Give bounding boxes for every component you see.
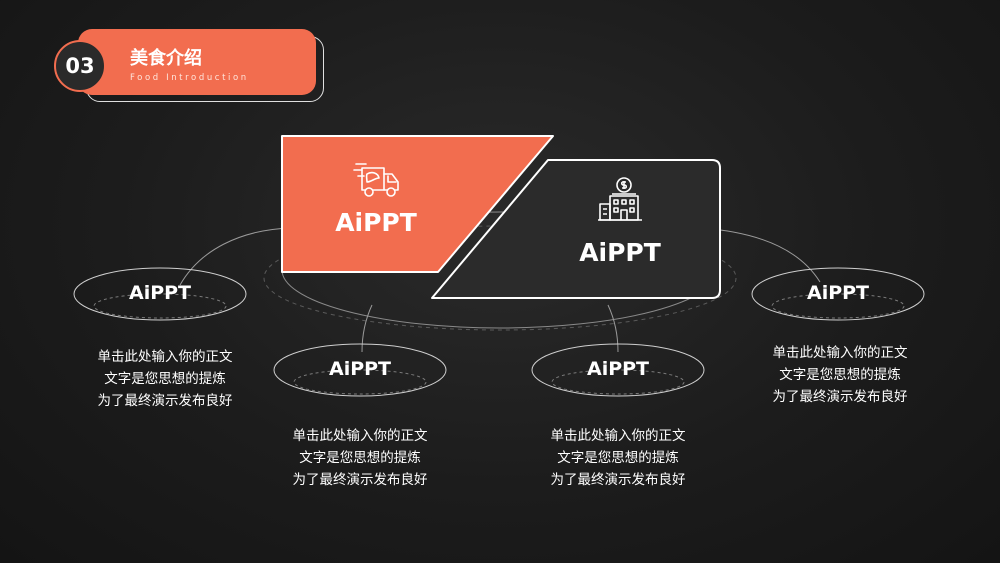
desc-line: 文字是您思想的提炼 (557, 450, 679, 466)
desc-line: 为了最终演示发布良好 (550, 472, 686, 488)
item-label-1: AiPPT (128, 282, 192, 304)
desc-line: 文字是您思想的提炼 (104, 371, 226, 387)
item-desc-3: 单击此处输入你的正文 文字是您思想的提炼 为了最终演示发布良好 (528, 425, 708, 491)
item-label-3: AiPPT (586, 358, 650, 380)
desc-line: 单击此处输入你的正文 (97, 349, 233, 365)
dark-card (431, 159, 721, 299)
desc-line: 单击此处输入你的正文 (772, 345, 908, 361)
page-subtitle: Food Introduction (130, 73, 249, 83)
desc-line: 单击此处输入你的正文 (292, 428, 428, 444)
section-number: 03 (54, 40, 106, 92)
header-banner (78, 29, 316, 95)
desc-line: 单击此处输入你的正文 (550, 428, 686, 444)
item-label-4: AiPPT (806, 282, 870, 304)
item-desc-2: 单击此处输入你的正文 文字是您思想的提炼 为了最终演示发布良好 (270, 425, 450, 491)
item-label-2: AiPPT (328, 358, 392, 380)
page-title: 美食介绍 (130, 48, 202, 69)
desc-line: 为了最终演示发布良好 (772, 389, 908, 405)
desc-line: 文字是您思想的提炼 (779, 367, 901, 383)
delivery-truck-icon (353, 163, 399, 197)
orange-card (281, 135, 554, 273)
card-label-dark: AiPPT (579, 238, 661, 267)
card-label-orange: AiPPT (335, 208, 417, 237)
bank-building-icon (598, 177, 642, 221)
desc-line: 为了最终演示发布良好 (292, 472, 428, 488)
desc-line: 文字是您思想的提炼 (299, 450, 421, 466)
item-desc-1: 单击此处输入你的正文 文字是您思想的提炼 为了最终演示发布良好 (75, 346, 255, 412)
item-desc-4: 单击此处输入你的正文 文字是您思想的提炼 为了最终演示发布良好 (750, 342, 930, 408)
desc-line: 为了最终演示发布良好 (97, 393, 233, 409)
